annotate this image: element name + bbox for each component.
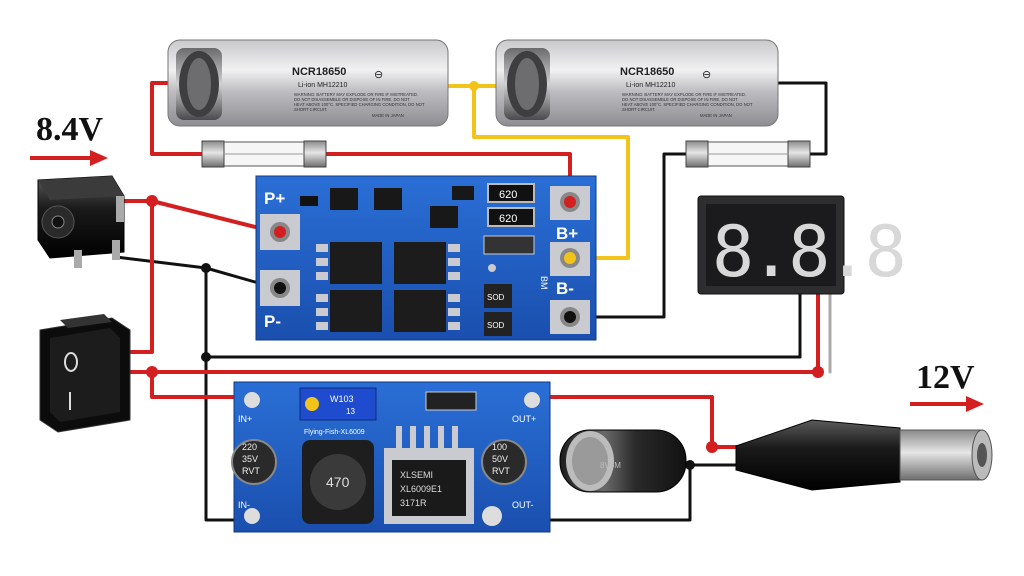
battery-2-warning: HEAT ABOVE 100°C. SPECIFIED CHARGING CON…: [622, 102, 753, 107]
battery-1-warning: WARNING: BATTERY MAY EXPLODE OR FIRE IF …: [294, 92, 418, 97]
converter-brand: Flying-Fish-XL6009: [304, 429, 365, 436]
dc-output-plug: [735, 419, 993, 491]
input-capacitor: 220 35V RVT: [231, 439, 277, 485]
fuse-2: [685, 140, 811, 168]
bms-p-minus-label: P-: [264, 312, 281, 331]
bms-diode-2: SOD: [487, 321, 505, 330]
battery-1-warning: SHORT CIRCUIT.: [294, 107, 327, 112]
svg-text:8.4V: 8.4V: [36, 111, 104, 148]
dc-input-jack: [37, 175, 125, 268]
wire-out-minus: [526, 463, 772, 522]
bms-b-plus-label: B+: [556, 224, 578, 243]
converter-chip: XLSEMI XL6009E1 3171R: [384, 426, 474, 524]
converter-in-minus-label: IN-: [238, 500, 250, 510]
svg-text:470: 470: [326, 474, 350, 490]
wire-jack-plus: [120, 199, 277, 234]
converter-out-minus-label: OUT-: [512, 500, 534, 510]
svg-text:RVT: RVT: [492, 466, 510, 476]
svg-text:50V: 50V: [492, 454, 508, 464]
battery-1-model: NCR18650: [292, 66, 346, 78]
arrow-right-icon: [966, 396, 984, 412]
bms-bm-label: BM: [539, 276, 549, 290]
battery-1-warning: DO NOT DISASSEMBLE OR DISPOSE OF IN FIRE…: [294, 97, 410, 102]
bms-resistor-2: 620: [499, 213, 517, 225]
output-voltage-label: 12V: [910, 359, 984, 412]
bms-b-minus-label: B-: [556, 279, 574, 298]
wire-jack-minus: [114, 255, 278, 290]
voltmeter-display: 8.8.8: [712, 211, 903, 293]
battery-2-sub: Li-ion MH12210: [626, 82, 676, 89]
fuse-1: [201, 140, 327, 168]
svg-text:XLSEMI: XLSEMI: [400, 470, 433, 480]
battery-2-minus: ⊖: [702, 69, 711, 81]
converter-out-plus-label: OUT+: [512, 414, 536, 424]
battery-1-sub: Li-ion MH12210: [298, 82, 348, 89]
battery-1-origin: MADE IN JAPAN: [372, 113, 404, 118]
svg-text:35V: 35V: [242, 454, 258, 464]
battery-2: NCR18650 Li-ion MH12210 ⊖ WARNING: BATTE…: [495, 39, 779, 127]
svg-text:100: 100: [492, 442, 507, 452]
svg-text:XL6009E1: XL6009E1: [400, 484, 442, 494]
filter-capacitor-label: 8V6M: [600, 461, 621, 470]
bms-board: P+ P- B+ B- BM 620 620 SOD SOD: [255, 175, 597, 341]
battery-2-warning: SHORT CIRCUIT.: [622, 107, 655, 112]
boost-converter: IN+ IN- OUT+ OUT- W103 13 Flying-Fish-XL…: [231, 381, 551, 533]
svg-text:RVT: RVT: [242, 466, 260, 476]
battery-2-model: NCR18650: [620, 66, 674, 78]
bms-resistor-1: 620: [499, 189, 517, 201]
rocker-switch: [39, 314, 131, 433]
battery-1-warning: HEAT ABOVE 100°C. SPECIFIED CHARGING CON…: [294, 102, 425, 107]
battery-2-warning: DO NOT DISASSEMBLE OR DISPOSE OF IN FIRE…: [622, 97, 738, 102]
voltmeter: 8.8.8: [697, 195, 907, 295]
bms-diode-1: SOD: [487, 293, 505, 302]
battery-1-minus: ⊖: [374, 69, 383, 81]
battery-2-warning: WARNING: BATTERY MAY EXPLODE OR FIRE IF …: [622, 92, 746, 97]
output-filter-capacitor: 8V6M: [559, 429, 687, 493]
output-capacitor: 100 50V RVT: [481, 439, 527, 485]
input-voltage-label: 8.4V: [30, 111, 108, 166]
inductor: 470: [302, 440, 374, 524]
arrow-right-icon: [90, 150, 108, 166]
wire-battery-plus: [150, 81, 572, 204]
svg-text:12V: 12V: [916, 359, 975, 396]
battery-1: NCR18650 Li-ion MH12210 ⊖ WARNING: BATTE…: [167, 39, 449, 127]
converter-in-plus-label: IN+: [238, 414, 252, 424]
svg-text:3171R: 3171R: [400, 498, 427, 508]
junctions: [146, 81, 824, 470]
pot-code: W103: [330, 394, 354, 404]
svg-text:220: 220: [242, 442, 257, 452]
battery-2-origin: MADE IN JAPAN: [700, 113, 732, 118]
pot-sub: 13: [346, 407, 355, 416]
bms-p-plus-label: P+: [264, 189, 285, 208]
